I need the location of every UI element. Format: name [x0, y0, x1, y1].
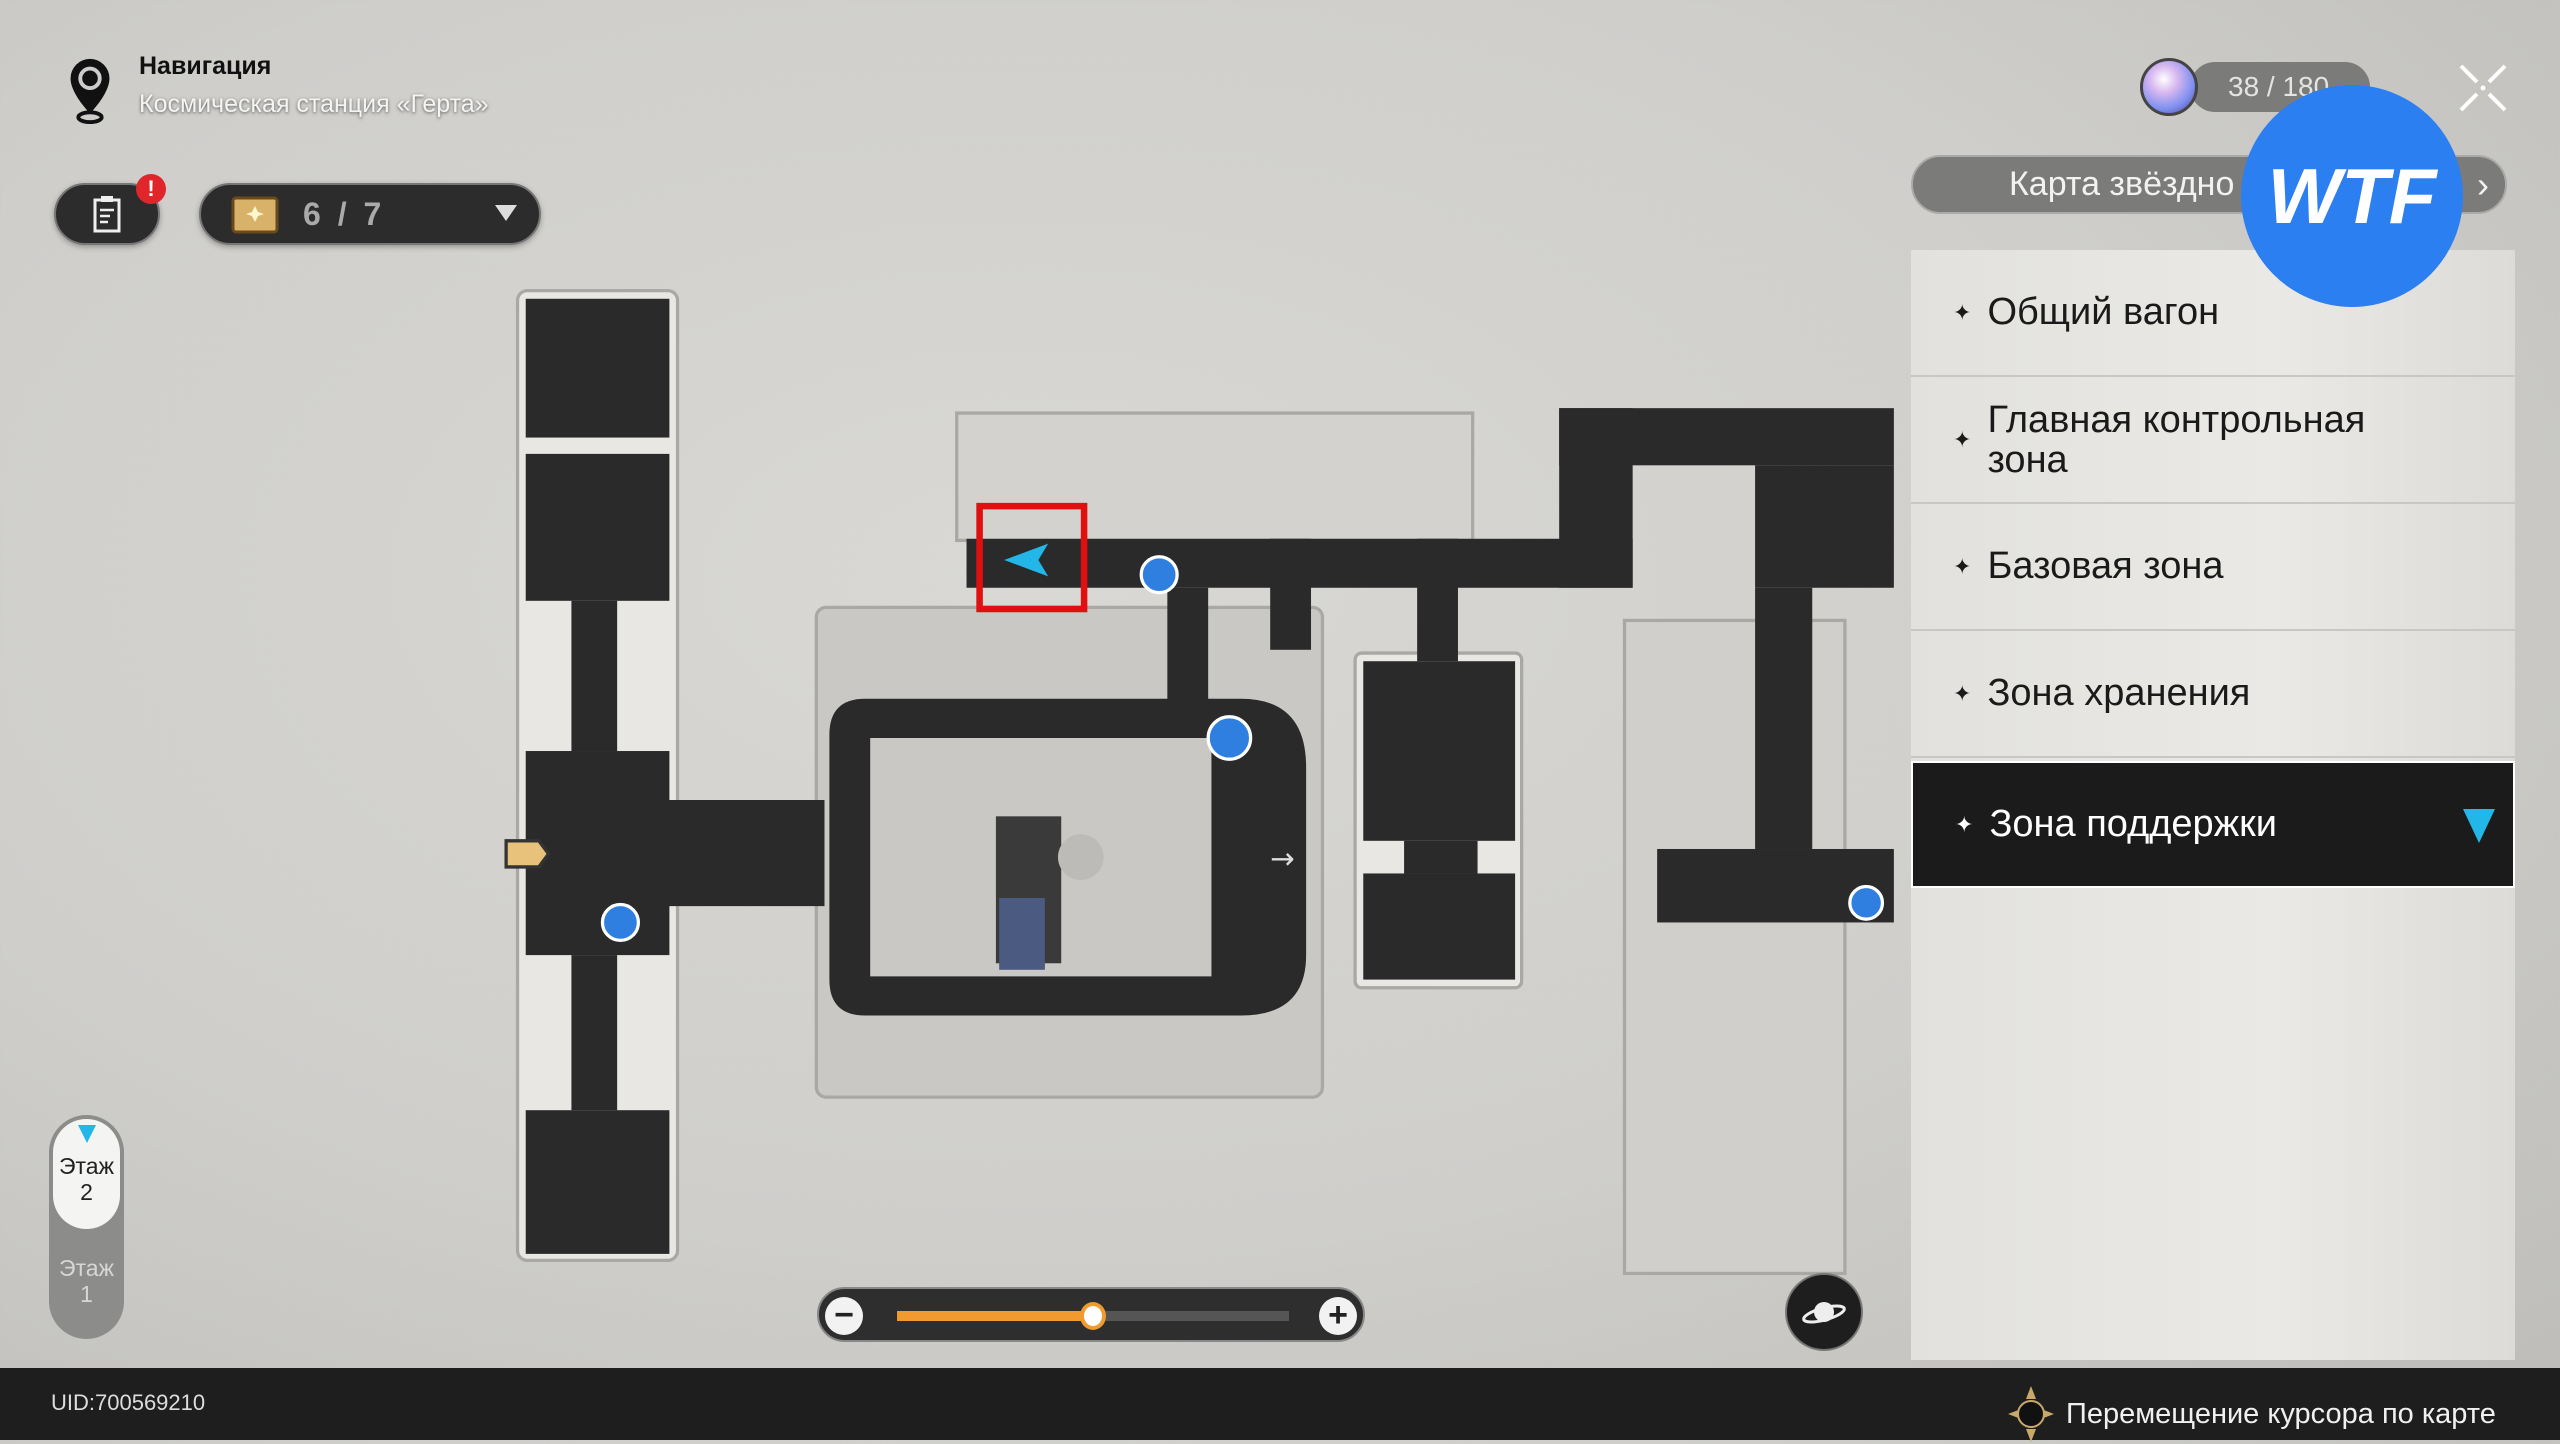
zoom-thumb[interactable]: [1080, 1302, 1106, 1330]
chest-counter-dropdown[interactable]: 6 / 7: [199, 183, 541, 245]
floor-label: Этаж: [59, 1153, 114, 1179]
area-list: ✦ Общий вагон ✦ Главная контрольная зона ✦…: [1911, 250, 2515, 1360]
star-icon: ✦: [1953, 680, 1972, 706]
space-anchor-icon: [1206, 715, 1253, 761]
location-pin-icon: [70, 58, 110, 125]
teleport-icon: [600, 902, 640, 943]
chest-count: 6 / 7: [303, 195, 386, 232]
clipboard-icon: [93, 196, 121, 233]
zoom-control: − +: [817, 1287, 1365, 1342]
area-label: Главная контрольная зона: [1987, 398, 2366, 481]
area-label: Общий вагон: [1987, 291, 2220, 333]
teleport-icon: [1139, 555, 1179, 595]
zoom-out-button[interactable]: −: [825, 1297, 863, 1335]
location-subtitle: Космическая станция «Герта»: [139, 90, 489, 118]
chevron-down-icon: [495, 205, 517, 221]
teleport-icon: [1848, 884, 1885, 921]
treasure-chest-icon: [231, 196, 279, 234]
area-label: Зона хранения: [1987, 672, 2251, 714]
control-hint: Перемещение курсора по карте: [2006, 1384, 2496, 1444]
area-label: Базовая зона: [1987, 545, 2224, 587]
footer-bar: [0, 1368, 2560, 1440]
current-floor-marker-icon: [78, 1125, 96, 1143]
floor-number: 2: [80, 1179, 93, 1205]
floor-number: 1: [80, 1281, 93, 1307]
area-item[interactable]: ✦ Главная контрольная зона: [1911, 377, 2515, 504]
zoom-in-button[interactable]: +: [1319, 1297, 1357, 1335]
exit-icon: [504, 839, 551, 869]
zoom-slider[interactable]: [897, 1302, 1289, 1330]
area-item[interactable]: ✦ Базовая зона: [1911, 504, 2515, 631]
star-icon: ✦: [1953, 426, 1972, 452]
planet-icon: [1802, 1302, 1846, 1324]
player-arrow-icon: [1004, 543, 1049, 577]
svg-text:→: →: [1270, 842, 1295, 876]
star-icon: ✦: [1953, 299, 1972, 325]
area-item-selected[interactable]: ✦ Зона поддержки: [1911, 761, 2515, 888]
hint-text: Перемещение курсора по карте: [2066, 1397, 2496, 1430]
planet-button[interactable]: [1785, 1273, 1863, 1351]
zoom-fill: [897, 1311, 1093, 1321]
page-title: Навигация: [139, 52, 272, 80]
highlight-box: [976, 502, 1088, 613]
chevron-right-icon: ›: [2477, 164, 2489, 205]
area-item[interactable]: ✦ Общий вагон: [1911, 250, 2515, 377]
watermark-logo: WTF: [2241, 85, 2463, 307]
trailblaze-power-icon: [2140, 58, 2198, 116]
notification-badge: !: [136, 174, 166, 204]
joystick-icon: [2008, 1386, 2054, 1442]
star-map-label: Карта звёздно: [2009, 165, 2235, 203]
area-item[interactable]: ✦ Зона хранения: [1911, 631, 2515, 758]
star-icon: ✦: [1955, 811, 1974, 837]
current-location-marker-icon: [2463, 809, 2495, 843]
floor-label: Этаж: [59, 1255, 114, 1281]
close-icon[interactable]: [2455, 60, 2511, 116]
star-icon: ✦: [1953, 553, 1972, 579]
uid-label: UID:700569210: [51, 1390, 206, 1415]
area-label: Зона поддержки: [1989, 803, 2277, 845]
